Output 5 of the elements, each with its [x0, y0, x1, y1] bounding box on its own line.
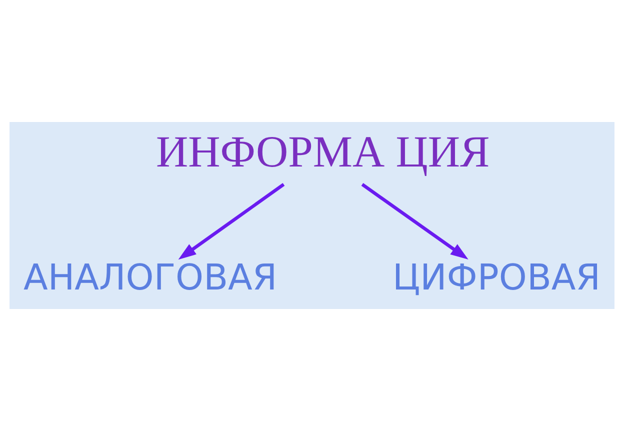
arrow [178, 182, 285, 260]
node-text: ЦИФРОВАЯ [392, 257, 600, 298]
arrow [361, 182, 468, 260]
node-text: ИНФОРМА ЦИЯ [156, 126, 490, 176]
node-text: АНАЛОГОВАЯ [24, 257, 278, 298]
